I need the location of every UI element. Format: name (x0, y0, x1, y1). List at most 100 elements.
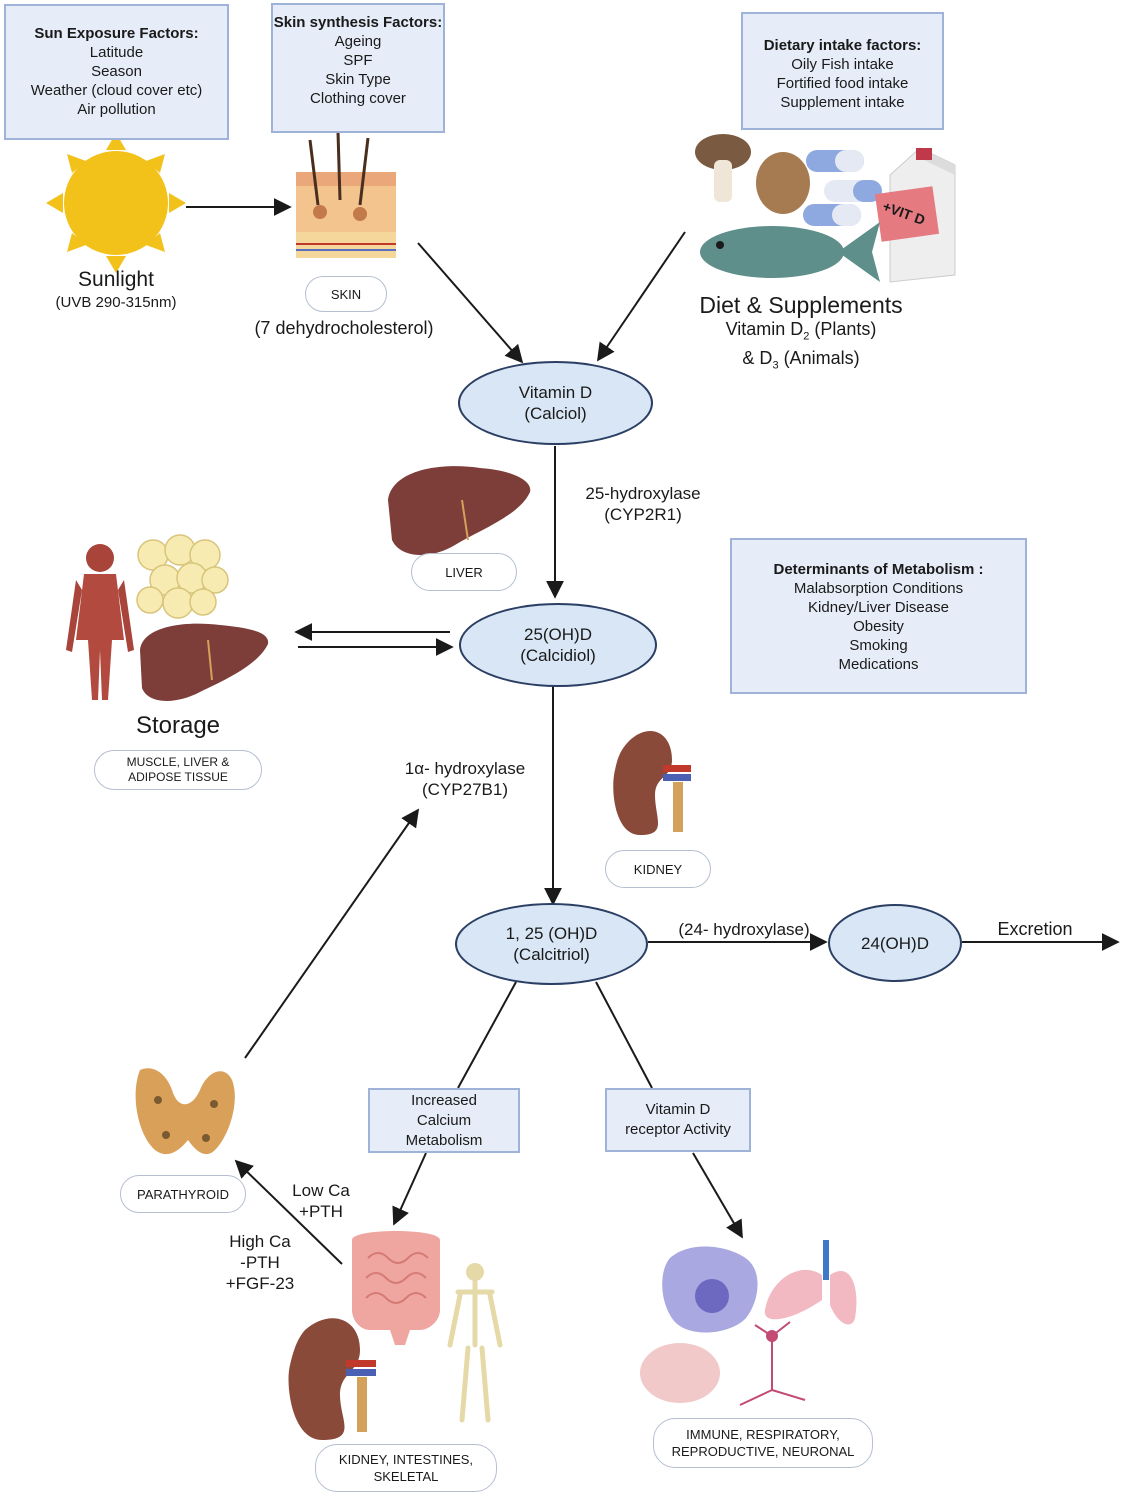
skeleton-icon (447, 1263, 503, 1423)
sunlight-subtitle: (UVB 290-315nm) (55, 294, 177, 311)
parathyroid-pill-label: PARATHYROID (137, 1186, 229, 1202)
metab-box-line: Kidney/Liver Disease (808, 599, 949, 616)
skin-box-line: Ageing (334, 33, 382, 50)
pathway-arrows (186, 198, 1120, 1265)
enzyme-25-hydroxylase: 25-hydroxylase (CYP2R1) (566, 483, 720, 525)
calcitriol-alias: (Calcitriol) (513, 945, 590, 964)
adipose-tissue-icon (136, 534, 229, 619)
liver-pill: LIVER (411, 553, 517, 591)
vitamin-d-receptor-box: Vitamin D receptor Activity (605, 1088, 751, 1152)
parathyroid-icon (135, 1068, 235, 1155)
sun-box-line: Season (91, 63, 142, 80)
enzyme-1a-name: 1α- hydroxylase (404, 759, 526, 778)
sunlight-label: Sunlight (UVB 290-315nm) (36, 268, 196, 313)
metab-box-line: Medications (838, 656, 919, 673)
excretion-label: Excretion (997, 919, 1073, 939)
kis-line: SKELETAL (373, 1469, 439, 1484)
24-oh-d-node: 24(OH)D (828, 904, 962, 982)
vitd-alias: (Calciol) (524, 404, 587, 423)
sun-box-line: Latitude (89, 44, 144, 61)
skin-precursor-label: (7 dehydrocholesterol) (254, 318, 434, 338)
diet-d3-sub: 3 (772, 359, 779, 372)
skin-box-title: Skin synthesis Factors: (273, 14, 443, 31)
calcitriol-name: 1, 25 (OH)D (505, 924, 598, 943)
high-line: -PTH (240, 1253, 280, 1272)
h24-name: 24(OH)D (860, 933, 929, 953)
calcium-line: Metabolism (405, 1131, 483, 1149)
storage-pill-line: ADIPOSE TISSUE (128, 770, 228, 784)
enzyme-1a-gene: (CYP27B1) (422, 780, 508, 799)
determinants-of-metabolism-box: Determinants of Metabolism : Malabsorpti… (730, 538, 1027, 694)
target-organs-pill: IMMUNE, RESPIRATORY, REPRODUCTIVE, NEURO… (653, 1418, 873, 1468)
skin-box-line: Clothing cover (310, 90, 406, 107)
enzyme-1a-hydroxylase: 1α- hydroxylase (CYP27B1) (380, 758, 550, 800)
kidney-pill: KIDNEY (605, 850, 711, 888)
skin-synthesis-factors-box: Skin synthesis Factors: Ageing SPF Skin … (271, 3, 445, 133)
diet-box-line: Supplement intake (780, 94, 905, 111)
diet-box-line: Oily Fish intake (791, 56, 894, 73)
fish-icon (700, 222, 880, 282)
capsules-icon (803, 150, 882, 226)
low-line: Low Ca (292, 1181, 350, 1200)
diet-line-d2: Vitamin D2 (Plants) (665, 319, 937, 348)
metab-box-line: Obesity (853, 618, 904, 635)
diet-line-d3: & D3 (Animals) (665, 348, 937, 377)
metab-box-title: Determinants of Metabolism : (773, 561, 984, 578)
sun-box-line: Air pollution (77, 101, 156, 118)
diet-d3-post: (Animals) (778, 347, 860, 368)
vitamin-d-node: Vitamin D (Calciol) (458, 361, 653, 445)
calcidiol-alias: (Calcidiol) (520, 646, 596, 665)
high-line: +FGF-23 (225, 1274, 295, 1293)
storage-pill-line: MUSCLE, LIVER & (126, 755, 230, 769)
skin-box-line: SPF (343, 52, 373, 69)
intestines-icon (352, 1231, 440, 1345)
diet-d3-pre: & D (742, 347, 773, 368)
sun-box-line: Weather (cloud cover etc) (30, 82, 203, 99)
enzyme-24-hydroxylase: (24- hydroxylase) (678, 920, 810, 939)
liver-icon (388, 466, 531, 556)
irr-line: IMMUNE, RESPIRATORY, (686, 1427, 840, 1442)
receptor-line: Vitamin D (645, 1101, 711, 1118)
sunlight-title: Sunlight (78, 268, 154, 291)
kidney-intestines-skeletal-pill: KIDNEY, INTESTINES, SKELETAL (315, 1444, 497, 1492)
low-calcium-label: Low Ca +PTH (276, 1180, 366, 1222)
calcium-metabolism-box: Increased Calcium Metabolism (368, 1088, 520, 1153)
vitd-name: Vitamin D (518, 383, 593, 402)
mushroom-icon (695, 134, 751, 202)
diet-box-title: Dietary intake factors: (763, 37, 922, 54)
kis-line: KIDNEY, INTESTINES, (338, 1452, 474, 1467)
calcium-line: Calcium (416, 1111, 472, 1129)
skin-box-line: Skin Type (325, 71, 391, 88)
immune-cell-icon (662, 1246, 758, 1333)
skin-pill-label: SKIN (330, 286, 362, 302)
calcitriol-node: 1, 25 (OH)D (Calcitriol) (455, 903, 648, 985)
calcidiol-node: 25(OH)D (Calcidiol) (459, 603, 657, 687)
sun-box-title: Sun Exposure Factors: (34, 25, 199, 42)
storage-label: Storage (135, 712, 221, 739)
sun-exposure-factors-box: Sun Exposure Factors: Latitude Season We… (4, 4, 229, 140)
diet-supplements-label: Diet & Supplements Vitamin D2 (Plants) &… (665, 292, 937, 376)
enzyme-25-gene: (CYP2R1) (604, 505, 682, 524)
diet-d2-sub: 2 (803, 330, 810, 343)
milk-carton-icon (874, 147, 956, 283)
liver-pill-label: LIVER (445, 564, 483, 580)
kidney-icon (613, 730, 691, 835)
lower-kidney-icon (288, 1318, 376, 1440)
storage-pill: MUSCLE, LIVER & ADIPOSE TISSUE (94, 750, 262, 790)
parathyroid-pill: PARATHYROID (120, 1175, 246, 1213)
receptor-line: receptor Activity (625, 1121, 731, 1138)
calcium-line: Increased (411, 1091, 477, 1109)
storage-liver-icon (140, 623, 269, 701)
diet-d2-pre: Vitamin D (725, 319, 804, 339)
neuron-icon (739, 1321, 806, 1406)
enzyme-25-name: 25-hydroxylase (585, 484, 701, 503)
egg-icon (756, 152, 810, 214)
irr-line: REPRODUCTIVE, NEURONAL (671, 1444, 855, 1459)
lungs-icon (764, 1240, 857, 1325)
dietary-intake-factors-box: Dietary intake factors: Oily Fish intake… (741, 12, 944, 130)
diet-box-line: Fortified food intake (776, 75, 909, 92)
skin-illustration (296, 131, 396, 258)
skin-pill: SKIN (305, 276, 387, 312)
high-line: High Ca (229, 1232, 291, 1251)
